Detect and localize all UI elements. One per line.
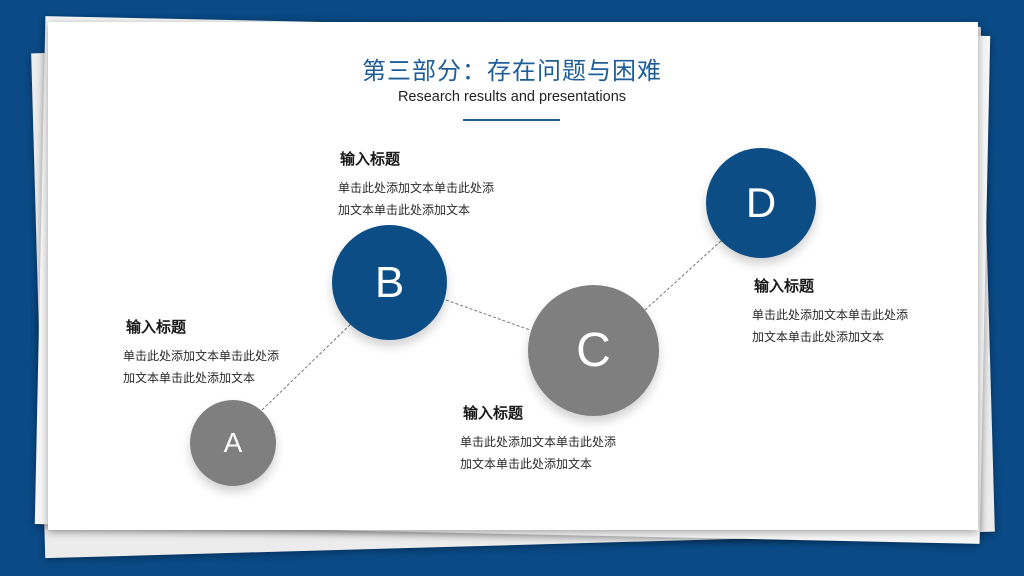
block-heading: 输入标题 (340, 150, 401, 168)
text-block-a: 输入标题 单击此处添加文本单击此处添加文本单击此处添加文本 (123, 316, 283, 389)
block-body: 单击此处添加文本单击此处添加文本单击此处添加文本 (338, 181, 495, 217)
text-block-d: 输入标题 单击此处添加文本单击此处添加文本单击此处添加文本 (752, 275, 912, 348)
node-circle-c: C (528, 285, 659, 416)
connector-c-d (644, 239, 723, 311)
block-body: 单击此处添加文本单击此处添加文本单击此处添加文本 (460, 435, 617, 471)
block-heading: 输入标题 (754, 277, 815, 295)
connector-a-b (261, 319, 356, 411)
text-block-c: 输入标题 单击此处添加文本单击此处添加文本单击此处添加文本 (460, 402, 620, 475)
connector-b-c (445, 299, 531, 331)
title-underline (463, 119, 560, 121)
block-body: 单击此处添加文本单击此处添加文本单击此处添加文本 (123, 349, 280, 385)
node-circle-a: A (190, 400, 276, 486)
node-circle-d: D (706, 148, 816, 258)
node-circle-b: B (332, 225, 447, 340)
block-heading: 输入标题 (463, 404, 524, 422)
slide-subtitle: Research results and presentations (397, 89, 627, 105)
slide-title: 第三部分：存在问题与困难 (362, 57, 662, 85)
text-block-b: 输入标题 单击此处添加文本单击此处添加文本单击此处添加文本 (338, 148, 498, 221)
block-heading: 输入标题 (126, 318, 187, 336)
block-body: 单击此处添加文本单击此处添加文本单击此处添加文本 (752, 308, 909, 344)
